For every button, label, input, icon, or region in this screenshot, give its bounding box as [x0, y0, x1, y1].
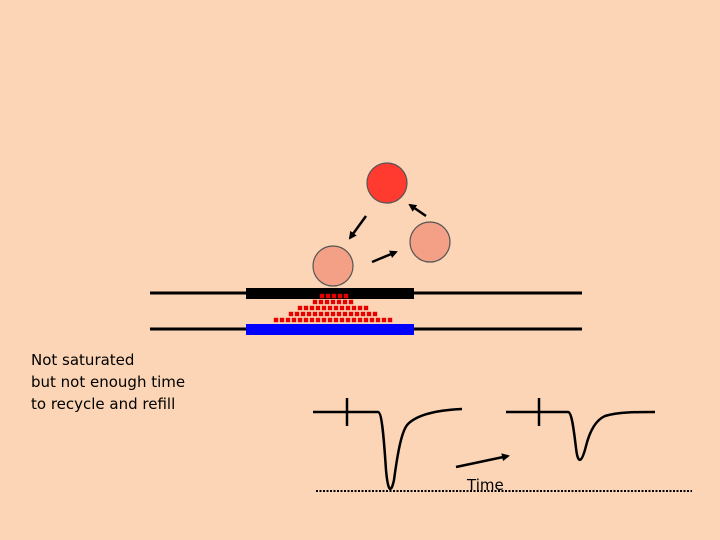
transmitter-dot	[306, 311, 312, 317]
filled-vesicle	[366, 162, 408, 204]
transmitter-dot	[348, 299, 354, 305]
transmitter-dot	[312, 299, 318, 305]
transmitter-dot	[330, 299, 336, 305]
transmitter-dot	[342, 299, 348, 305]
transmitter-dot	[360, 311, 366, 317]
transmitter-dot	[318, 299, 324, 305]
receptor-patch	[246, 324, 414, 335]
transmitter-dot	[345, 305, 351, 311]
transmitter-dot	[327, 305, 333, 311]
transmitter-dot	[339, 317, 345, 323]
transmitter-dot	[336, 299, 342, 305]
transmitter-dot	[321, 317, 327, 323]
active-zone	[246, 288, 414, 299]
transmitter-dot	[273, 317, 279, 323]
transmitter-dot	[300, 311, 306, 317]
transmitter-dot	[343, 293, 349, 299]
transmitter-dot	[318, 311, 324, 317]
transmitter-dot	[325, 293, 331, 299]
fusing-vesicle	[312, 245, 354, 287]
transmitter-dot	[348, 311, 354, 317]
transmitter-dot	[279, 317, 285, 323]
transmitter-dot	[369, 317, 375, 323]
transmitter-dot	[342, 311, 348, 317]
transmitter-dot	[321, 305, 327, 311]
arrow-icon	[455, 453, 510, 469]
transmitter-dot	[357, 305, 363, 311]
transmitter-dot	[351, 317, 357, 323]
transmitter-dot	[345, 317, 351, 323]
recycling-vesicle	[409, 221, 451, 263]
arrow-icon	[348, 215, 368, 240]
arrow-icon	[371, 250, 398, 264]
transmitter-dot	[363, 317, 369, 323]
transmitter-dot	[297, 305, 303, 311]
transmitter-dot	[381, 317, 387, 323]
transmitter-dot	[336, 311, 342, 317]
caption-line: but not enough time	[31, 373, 186, 391]
transmitter-dot	[297, 317, 303, 323]
caption-line: to recycle and refill	[31, 395, 176, 413]
transmitter-dot	[339, 305, 345, 311]
transmitter-dot	[324, 311, 330, 317]
trace-small-response	[506, 398, 656, 461]
transmitter-dot	[357, 317, 363, 323]
transmitter-dot	[387, 317, 393, 323]
transmitter-dot	[294, 311, 300, 317]
transmitter-dot	[363, 305, 369, 311]
transmitter-dot	[315, 305, 321, 311]
neurotransmitter-cloud	[273, 293, 393, 323]
transmitter-dot	[312, 311, 318, 317]
transmitter-dot	[333, 317, 339, 323]
transmitter-dot	[288, 311, 294, 317]
transmitter-dot	[309, 305, 315, 311]
transmitter-dot	[285, 317, 291, 323]
transmitter-dot	[375, 317, 381, 323]
transmitter-dot	[291, 317, 297, 323]
trace-large-response	[313, 398, 463, 491]
transmitter-dot	[330, 311, 336, 317]
transmitter-dot	[309, 317, 315, 323]
caption: Not saturated but not enough time to rec…	[31, 349, 185, 415]
transmitter-dot	[372, 311, 378, 317]
transmitter-dot	[354, 311, 360, 317]
time-label: Time	[467, 476, 504, 494]
transmitter-dot	[333, 305, 339, 311]
transmitter-dot	[327, 317, 333, 323]
transmitter-dot	[337, 293, 343, 299]
transmitter-dot	[319, 293, 325, 299]
transmitter-dot	[324, 299, 330, 305]
transmitter-dot	[315, 317, 321, 323]
transmitter-dot	[351, 305, 357, 311]
arrow-icon	[408, 203, 427, 218]
transmitter-dot	[366, 311, 372, 317]
transmitter-dot	[303, 317, 309, 323]
caption-line: Not saturated	[31, 351, 135, 369]
transmitter-dot	[303, 305, 309, 311]
transmitter-dot	[331, 293, 337, 299]
